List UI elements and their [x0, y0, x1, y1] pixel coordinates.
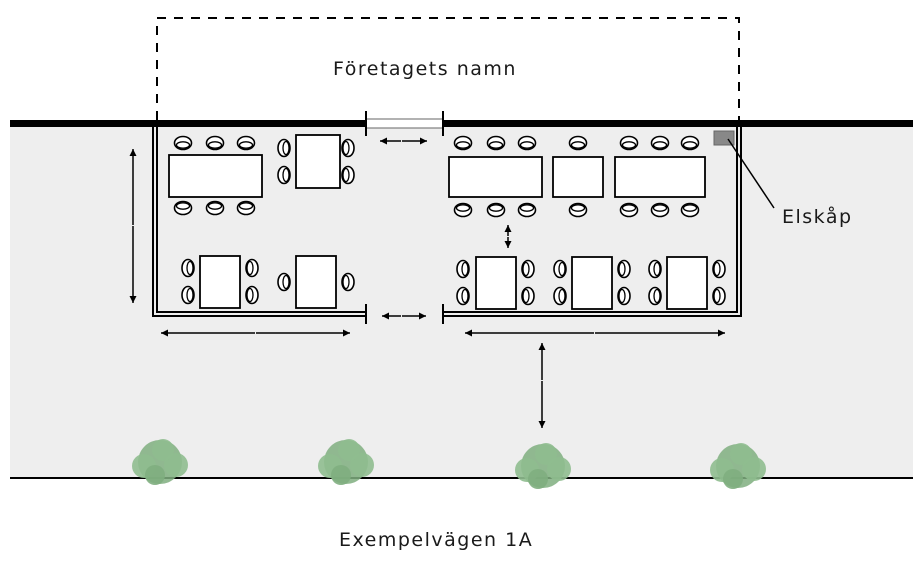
chair-icon	[617, 259, 631, 279]
chair-icon	[245, 258, 259, 278]
table	[448, 156, 543, 198]
chair-icon	[619, 135, 639, 151]
building-wall	[10, 120, 913, 127]
chair-icon	[521, 286, 535, 306]
chair-icon	[553, 259, 567, 279]
chair-icon	[341, 165, 355, 185]
chair-icon	[453, 135, 473, 151]
chair-icon	[648, 259, 662, 279]
table	[168, 154, 263, 198]
table	[552, 156, 604, 198]
chair-icon	[648, 286, 662, 306]
chair-icon	[245, 285, 259, 305]
chair-icon	[486, 202, 506, 218]
chair-icon	[650, 202, 670, 218]
chair-icon	[521, 259, 535, 279]
chair-icon	[277, 138, 291, 158]
tables	[168, 134, 708, 310]
chair-icon	[181, 285, 195, 305]
terrace-enclosure	[152, 124, 742, 324]
company-name-label: Företagets namn	[333, 58, 517, 80]
chair-icon	[486, 135, 506, 151]
chair-icon	[173, 200, 193, 216]
chair-icon	[236, 200, 256, 216]
table	[295, 255, 337, 309]
street-name-label: Exempelvägen 1A	[339, 529, 534, 551]
chair-icon	[277, 272, 291, 292]
chair-icon	[453, 202, 473, 218]
table	[475, 256, 517, 310]
chair-icon	[517, 135, 537, 151]
table	[614, 156, 706, 198]
table	[571, 256, 613, 310]
electrical-cabinet-label: Elskåp	[782, 206, 853, 228]
chair-icon	[619, 202, 639, 218]
cabinet-leader-line	[727, 138, 775, 209]
table	[666, 256, 708, 310]
chair-icon	[568, 135, 588, 151]
chair-icon	[341, 138, 355, 158]
chair-icon	[236, 135, 256, 151]
building-facade-outline	[156, 17, 740, 120]
chair-icon	[712, 286, 726, 306]
flow-arrows	[129, 137, 725, 428]
chair-icon	[205, 200, 225, 216]
chair-icon	[456, 286, 470, 306]
chair-icon	[712, 259, 726, 279]
chair-icon	[680, 135, 700, 151]
chair-icon	[568, 202, 588, 218]
chair-icon	[650, 135, 670, 151]
chair-icon	[553, 286, 567, 306]
entrance-door	[365, 111, 444, 136]
table	[295, 134, 341, 189]
chair-icon	[456, 259, 470, 279]
chair-icon	[617, 286, 631, 306]
chair-icon	[277, 165, 291, 185]
table	[199, 255, 241, 309]
chair-icon	[680, 202, 700, 218]
chair-icon	[517, 202, 537, 218]
chair-icon	[181, 258, 195, 278]
chair-icon	[341, 272, 355, 292]
chair-icon	[173, 135, 193, 151]
chair-icon	[205, 135, 225, 151]
